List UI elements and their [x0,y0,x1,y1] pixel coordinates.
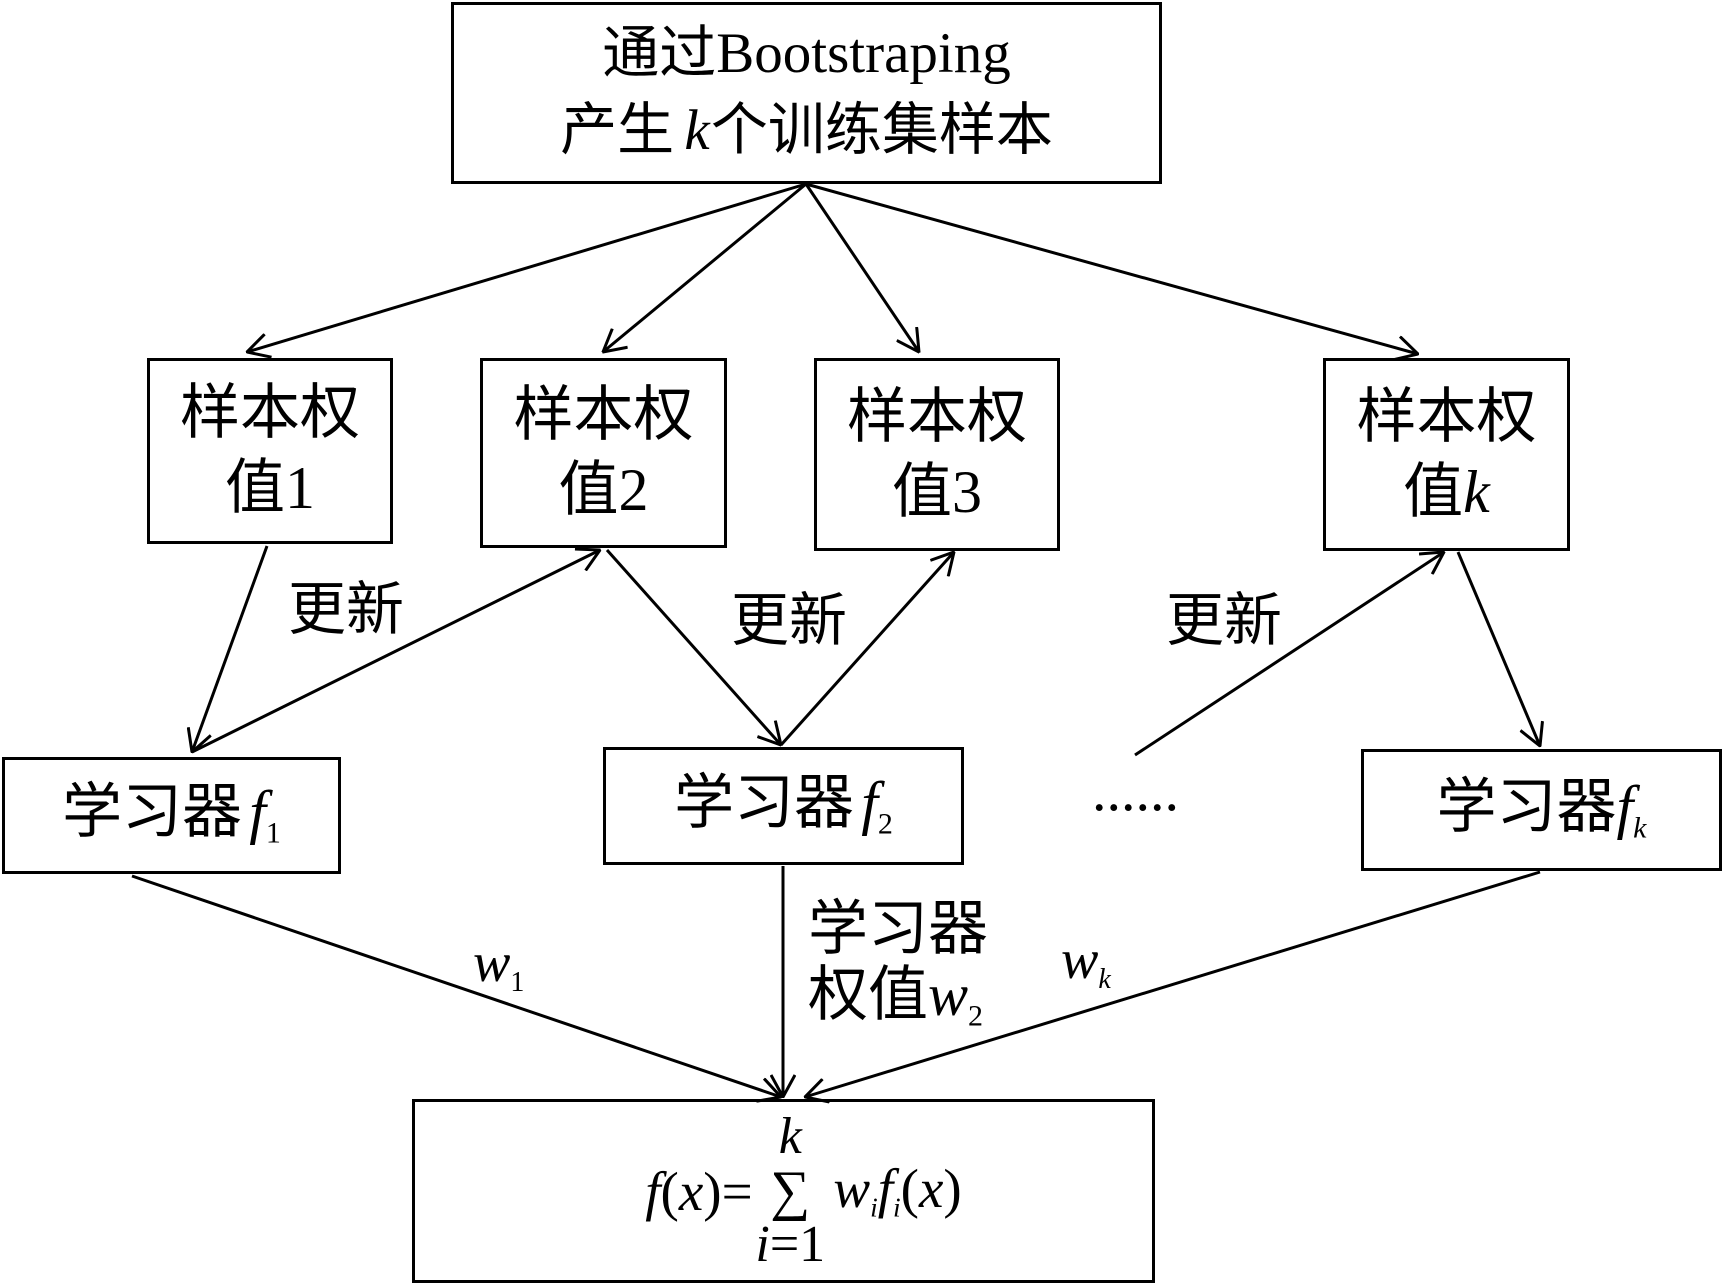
sample-weight-value-label: 值 [1403,458,1464,525]
arrow-source-to-weight-2 [603,182,807,352]
learner-function-subscript: 1 [265,816,281,850]
term-weight-variable: w [833,1157,871,1219]
learner-function-symbol: f [249,779,266,846]
learner-weight-variable: w [473,932,511,994]
sample-weight-line-1: 样本权 [180,380,360,446]
ensemble-formula: f(x)= k ∑ i=1 wifi(x) [605,1111,961,1271]
lhs-argument: x [678,1160,704,1222]
sum-index-start: =1 [769,1216,826,1273]
sample-count-variable: k [684,99,710,162]
sample-weight-index: 3 [952,458,982,525]
learner-function-symbol: f [1616,773,1634,840]
arrow-weight-k-to-learner-k [1456,551,1540,746]
arrow-weight-1-to-learner-1 [192,545,269,752]
learner-function-symbol: f [861,769,878,836]
sample-weight-line-2: 值k [1403,455,1490,530]
term-argument: x [918,1157,944,1219]
learner-label: 学习器 [674,769,855,836]
arrow-learner-1-to-ensemble [131,874,781,1097]
learner-weight-caption-line-2: 权值w2 [808,962,988,1033]
learner-weight-variable: w [928,962,969,1028]
formula-term: wifi(x) [831,1157,962,1223]
arrow-source-to-weight-1 [247,182,807,352]
update-label-3: 更新 [1166,588,1283,653]
source-line-2-suffix: 个训练集样本 [710,99,1053,162]
learner-box-k: 学习器fk [1361,749,1722,871]
sigma-symbol: ∑ [770,1160,811,1222]
learner-weight-label-k: wk [1061,932,1111,994]
term-function-subscript: i [893,1191,901,1223]
sample-weight-value-label: 值 [225,455,285,521]
learner-weight-caption-line-1: 学习器 [808,896,988,962]
lhs-open-paren: ( [660,1160,679,1222]
sample-weight-index: 2 [618,457,649,523]
ensemble-output-box: f(x)= k ∑ i=1 wifi(x) [412,1099,1155,1283]
term-function-symbol: f [877,1157,894,1219]
learner-weight-label-1: w1 [473,935,524,997]
formula-lhs: f(x)= [645,1164,752,1219]
more-learners-ellipsis: ...... [1092,758,1179,823]
arrow-update-weight-k [1134,552,1444,757]
sample-weight-box-2: 样本权 值2 [480,358,727,548]
learner-label: 学习器 [62,779,243,846]
update-label-2: 更新 [731,588,848,653]
sample-weight-index: 1 [285,455,315,521]
arrow-source-to-weight-3 [804,183,919,352]
source-line-2-prefix: 产生 [560,99,675,162]
term-weight-subscript: i [870,1191,878,1223]
source-line-1: 通过Bootstraping [602,22,1011,86]
sample-weight-value-label: 值 [892,458,952,525]
sample-weight-box-3: 样本权 值3 [814,358,1060,551]
learner-function-subscript: 2 [877,807,893,841]
summation: k ∑ i=1 [755,1111,825,1271]
learner-weight-subscript: k [1098,963,1111,995]
sample-weight-line-2: 值3 [892,455,982,530]
learner-label: 学习器 [1436,773,1617,840]
sample-weight-line-1: 样本权 [513,382,694,448]
learner-weight-subscript: 1 [510,966,525,998]
sample-weight-line-1: 样本权 [847,383,1027,450]
learner-label-row: 学习器fk [1437,777,1647,844]
term-open-paren: ( [900,1157,919,1219]
sum-lower-limit: i=1 [755,1219,825,1271]
sample-weight-box-k: 样本权 值k [1323,358,1570,551]
lhs-close-equals: )= [703,1160,753,1222]
ensemble-function-symbol: f [645,1160,661,1222]
sample-weight-line-2: 值2 [559,453,649,528]
update-label-1: 更新 [288,577,405,642]
sample-weight-index: k [1463,458,1490,525]
sample-weight-box-1: 样本权 值1 [147,358,393,544]
learner-weight-label-2: 学习器 权值w2 [808,896,988,1033]
learner-weight-caption-text: 权值 [808,962,928,1028]
arrow-source-to-weight-k [805,182,1418,354]
sum-index-variable: i [755,1216,770,1273]
term-close-paren: ) [943,1157,962,1219]
sample-weight-line-2: 值1 [225,451,315,526]
learner-weight-variable: w [1061,929,1099,991]
sample-weight-line-1: 样本权 [1356,383,1537,450]
learner-function-subscript: k [1633,811,1647,845]
sample-weight-value-label: 值 [558,457,619,523]
sum-upper-limit: k [778,1108,802,1165]
learner-weight-subscript: 2 [968,999,984,1033]
